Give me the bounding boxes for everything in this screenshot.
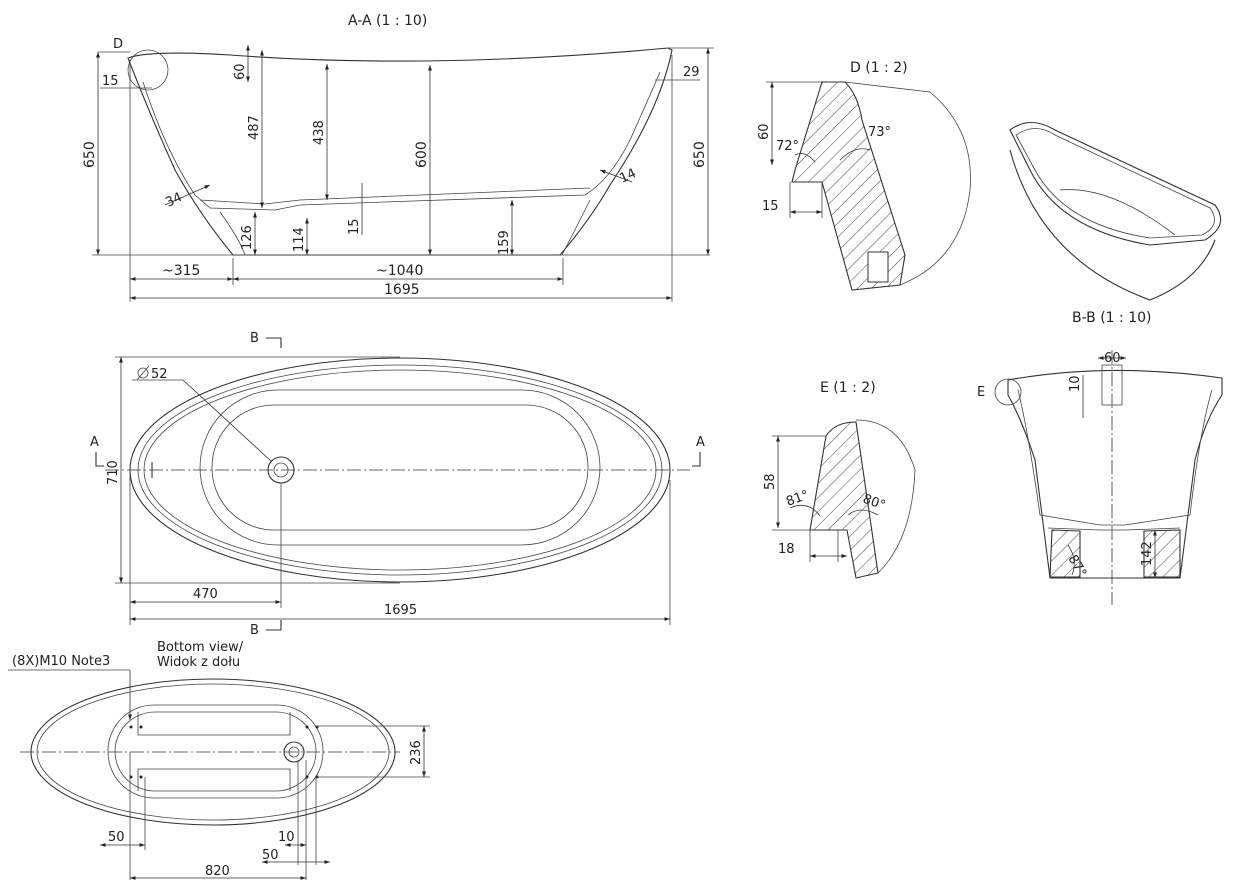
section-aa-view: A-A (1 : 10) D 650 60 15 487 438 600 650… [82,13,714,302]
dim-drain-52: 52 [151,367,168,382]
detail-d-angle-right: 73° [868,125,891,140]
dim-29: 29 [683,65,700,80]
bottom-dim-50-left: 50 [108,830,125,845]
bottom-view: Bottom view/ Widok z dołu (8X)M10 Note3 … [8,640,430,880]
detail-e-marker-circle [994,378,1022,406]
dim-1695-section: 1695 [384,282,420,298]
section-bb-view: B-B (1 : 10) E 60 10 87° 142 [977,310,1223,605]
dim-470: 470 [193,587,218,602]
detail-e-angle-left: 81° [784,488,811,510]
note-m10: (8X)M10 Note3 [12,654,110,669]
dim-15-floor: 15 [347,218,362,235]
bb-outer-profile [1007,369,1223,579]
dim-487: 487 [247,115,262,140]
detail-d-marker-circle [127,49,169,91]
detail-d-marker: D [113,37,123,52]
section-marker-a-left: A [90,435,99,450]
bottom-view-caption-2: Widok z dołu [157,655,240,670]
detail-d-height: 60 [757,123,772,140]
top-view: B B A A 52 710 470 1695 [90,331,705,638]
dim-34: 34 [163,190,184,211]
detail-d-view: D (1 : 2) 60 72° 73° 15 [757,60,971,291]
detail-e-angle-right: 80° [861,492,888,514]
bottom-view-caption-1: Bottom view/ [157,640,244,655]
dim-14: 14 [617,166,638,187]
dim-126: 126 [240,225,255,250]
dim-114: 114 [292,227,307,252]
dim-650-left: 650 [82,141,98,168]
bb-dim-60: 60 [1104,351,1121,366]
dim-600: 600 [414,141,430,168]
section-bb-title: B-B (1 : 10) [1072,310,1151,326]
dim-60: 60 [233,63,248,80]
dim-438: 438 [312,120,327,145]
dim-650-right: 650 [692,141,708,168]
detail-d-angle-left: 72° [776,139,799,154]
tub-floor-line [199,187,591,205]
tub-outer-profile [127,47,673,256]
detail-d-width: 15 [762,199,779,214]
detail-d-title: D (1 : 2) [850,60,908,76]
section-marker-a-right: A [696,435,705,450]
dim-315: ~315 [162,263,200,279]
bottom-dim-820: 820 [205,864,230,879]
dim-159: 159 [497,230,512,255]
section-marker-b-bottom: B [250,623,259,638]
detail-e-title: E (1 : 2) [820,380,876,396]
bb-dim-10: 10 [1068,375,1083,392]
section-marker-b-top: B [250,331,259,346]
section-aa-title: A-A (1 : 10) [348,13,427,29]
dim-15-left: 15 [102,74,119,89]
top-inner-basin [199,389,601,546]
isometric-view [1009,121,1222,301]
detail-e-height: 58 [763,473,778,490]
detail-e-width: 18 [778,542,795,557]
detail-e-marker: E [977,385,985,400]
dim-1040: ~1040 [376,263,423,279]
bottom-dim-236: 236 [409,740,424,765]
detail-e-view: E (1 : 2) 58 81° 80° 18 [763,380,916,579]
dim-1695-top: 1695 [384,603,417,618]
bottom-dim-50-right: 50 [262,848,279,863]
dim-710: 710 [106,460,121,485]
bottom-base-outline [107,704,324,799]
detail-e-hatched-section [809,421,879,579]
tub-inner-profile [142,71,661,211]
bottom-dim-10: 10 [278,830,295,845]
